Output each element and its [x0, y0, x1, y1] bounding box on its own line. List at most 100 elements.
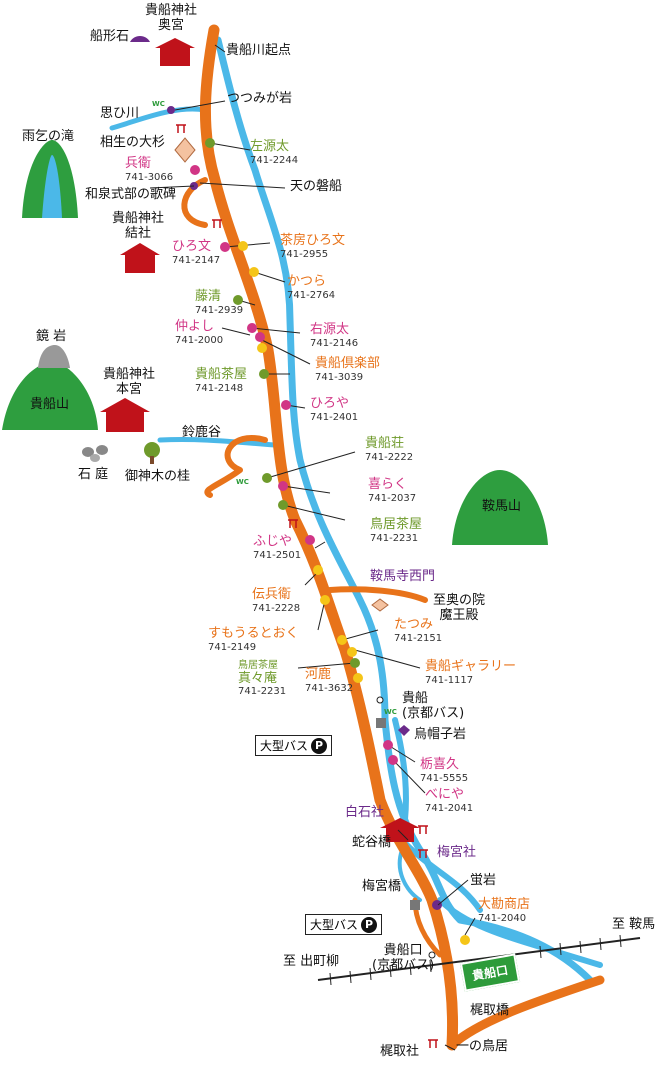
- lower-road: [447, 975, 605, 1050]
- rock-icon: [82, 36, 442, 910]
- leader-lines: [149, 44, 476, 1051]
- large-bus-label: 大型バス: [260, 739, 309, 753]
- label-kagami-iwa: 鏡 岩: [36, 329, 67, 344]
- loop-road-mid: [204, 435, 268, 498]
- dot-toriichaya: [278, 500, 288, 510]
- sekitei-stone-1: [82, 447, 94, 457]
- large-bus-label: 大型バス: [310, 918, 359, 932]
- label-aioi-sugi: 相生の大杉: [100, 135, 166, 150]
- parking-lot-2: [410, 900, 420, 910]
- restaurant-dot-icon: [190, 138, 470, 945]
- label-okumiya: 貴船神社 奥宮: [145, 3, 198, 33]
- dot-hyoe: [190, 165, 200, 175]
- toilet-icon: WC: [152, 100, 165, 108]
- label-suzukadani: 鈴鹿谷: [182, 425, 222, 440]
- dot-daikanshoten: [460, 935, 470, 945]
- dot-hirobun: [220, 242, 230, 252]
- dot-fujiya: [305, 535, 315, 545]
- label-ichinotorii: 一の鳥居: [456, 1039, 509, 1054]
- hotaruiwa-rock: [432, 900, 442, 910]
- shrine-okumiya: [155, 38, 195, 66]
- dot-kibunechaya: [259, 369, 269, 379]
- label-amanoiwafune: 天の磐船: [290, 179, 343, 194]
- dot-kibunesou: [262, 473, 272, 483]
- bus-stop-kibuneguchi: [428, 951, 436, 959]
- label-funagataishi: 船形石: [90, 29, 130, 44]
- dot-denbee: [313, 565, 323, 575]
- label-kibuneyama: 貴船山: [30, 397, 70, 412]
- torii-icon: [176, 124, 438, 1048]
- tsutsumigaiwa-rock: [167, 106, 175, 114]
- label-kuramayama: 鞍馬山: [482, 499, 522, 514]
- lower-branch: [437, 897, 603, 968]
- label-jadanibashi: 蛇谷橋: [352, 835, 392, 850]
- label-sekitei: 石 庭: [78, 467, 109, 482]
- dot-sabohirobun: [238, 241, 248, 251]
- omoigawa-branch: [109, 106, 208, 131]
- label-shiraishi: 白石社: [345, 805, 385, 820]
- shrine-icon: [100, 38, 420, 842]
- label-goshinboku: 御神木の桂: [125, 469, 191, 484]
- suzukadani-branch: [157, 436, 278, 448]
- mountain-kuramayama: [452, 470, 548, 545]
- label-amagoi: 雨乞の滝: [22, 129, 75, 144]
- dot-nakayoshi: [255, 332, 265, 342]
- dot-kaji: [353, 673, 363, 683]
- shrine-hongu: [100, 398, 150, 432]
- dot-mamaan: [350, 658, 360, 668]
- dot-ugenta: [247, 323, 257, 333]
- dot-tatsumi: [337, 635, 347, 645]
- mountain-kibuneyama: [2, 345, 98, 430]
- river: [109, 36, 603, 984]
- sekitei-stone-3: [90, 454, 100, 462]
- parking-lot-1: [376, 718, 386, 728]
- kuramadera-gate: [371, 598, 389, 612]
- goshinboku-tree: [144, 442, 160, 458]
- label-okunoin: 至奥の院 魔王殿: [433, 593, 486, 623]
- label-umenomiya: 梅宮社: [437, 845, 477, 860]
- sekitei-stone-2: [96, 445, 108, 455]
- dot-kiraku: [278, 481, 288, 491]
- toilet-icon: WC: [236, 478, 249, 486]
- dot-tochikiku: [383, 740, 393, 750]
- label-omoigawa: 思ひ川: [100, 106, 140, 121]
- kurama-road: [327, 586, 428, 603]
- eboshiiwa-rock: [398, 725, 410, 736]
- label-kibuneguchi-bus: 貴船口 (京都バス): [372, 943, 435, 973]
- dot-hiroya: [281, 400, 291, 410]
- loop-road-upper: [181, 177, 208, 228]
- dot-beniya: [388, 755, 398, 765]
- parking-icon: P: [311, 737, 328, 754]
- large-bus-parking-1: 大型バス P: [255, 735, 333, 756]
- label-to-demachiyanagi: 至 出町柳: [283, 954, 340, 969]
- label-izumishikibu: 和泉式部の歌碑: [85, 187, 177, 202]
- label-umenomiyabashi: 梅宮橋: [362, 879, 402, 894]
- dot-kibuneclub: [257, 343, 267, 353]
- label-hotaruiwa: 蛍岩: [470, 873, 497, 888]
- funagataishi-rock: [130, 36, 150, 42]
